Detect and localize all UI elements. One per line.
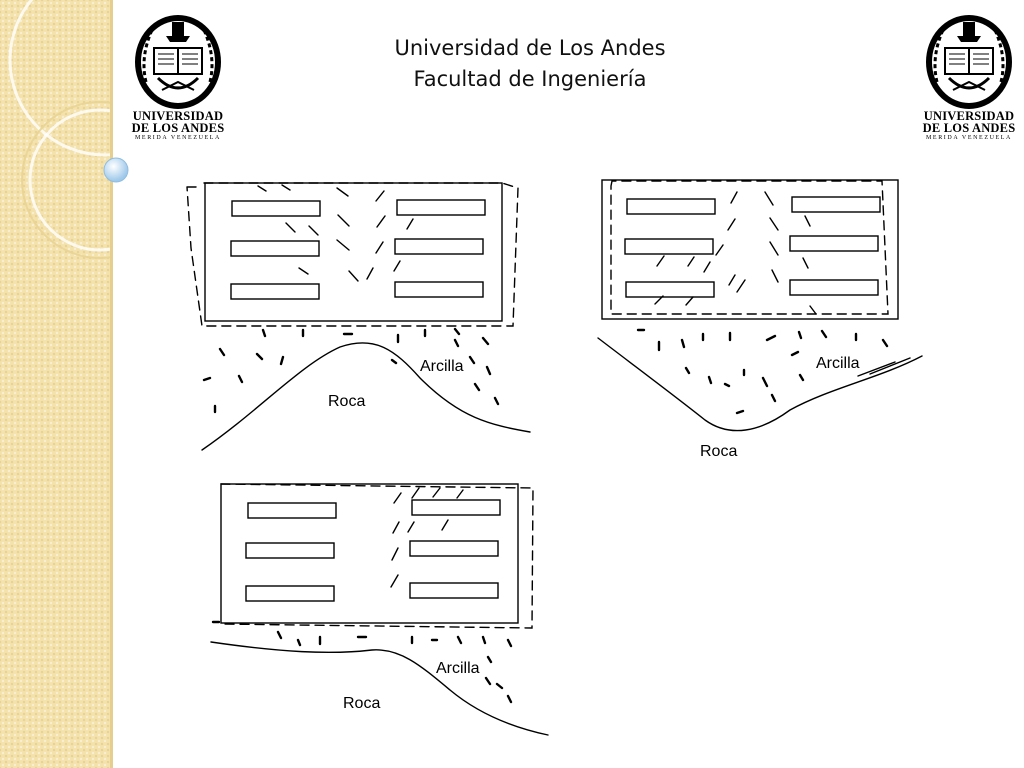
deformed-outline: [186, 182, 519, 327]
logo-word-de-los-andes: DE LOS ANDES: [131, 121, 225, 135]
window: [625, 281, 715, 298]
university-logo-right: UNIVERSIDAD DE LOS ANDES MERIDA VENEZUEL…: [921, 12, 1017, 152]
window: [396, 199, 486, 216]
rock-label: Roca: [343, 695, 380, 712]
faculty-name: Facultad de Ingeniería: [413, 67, 647, 91]
window: [230, 283, 320, 300]
crack-marks: [257, 184, 414, 282]
clay-label: Arcilla: [436, 660, 480, 677]
decorative-side-strip: [0, 0, 113, 768]
window: [245, 542, 335, 559]
deformed-outline: [610, 180, 889, 315]
hatch-marks: [857, 357, 911, 377]
rock-label: Roca: [328, 393, 365, 410]
decorative-ring-outer: [8, 0, 113, 157]
rock-label: Roca: [700, 443, 737, 460]
window: [791, 196, 881, 213]
diagram-rock-valley: Arcilla Roca: [597, 179, 923, 460]
clay-speckles: [211, 620, 513, 704]
decorative-ring-inner: [28, 108, 113, 252]
window: [394, 281, 484, 298]
decorative-bead: [103, 157, 129, 183]
rock-clay-interface: [201, 342, 531, 451]
window: [789, 279, 879, 296]
diagram-rock-ridge: Arcilla Roca: [186, 182, 531, 451]
decorative-ring-shadow: [21, 101, 113, 259]
page-header: Universidad de Los Andes Facultad de Ing…: [330, 33, 730, 95]
building-outline: [601, 179, 899, 320]
building-outline: [204, 182, 503, 322]
window: [409, 582, 499, 599]
window: [394, 238, 484, 255]
window: [245, 585, 335, 602]
window: [411, 499, 501, 516]
decorative-rings: [8, 0, 113, 259]
rock-clay-interface: [210, 641, 549, 736]
clay-label: Arcilla: [816, 355, 860, 372]
window: [409, 540, 499, 557]
building-outline: [220, 483, 519, 624]
clay-speckles: [202, 327, 500, 414]
logo-place: MERIDA VENEZUELA: [135, 135, 221, 141]
strip-edge: [110, 0, 113, 768]
window: [626, 198, 716, 215]
window: [247, 502, 337, 519]
ula-seal-icon: [926, 15, 1012, 109]
logo-place: MERIDA VENEZUELA: [926, 135, 1012, 141]
crack-marks: [654, 191, 817, 315]
window: [624, 238, 714, 255]
diagram-rock-slope: Arcilla Roca: [210, 483, 549, 736]
deformed-outline: [220, 483, 534, 629]
logo-word-de-los-andes: DE LOS ANDES: [922, 121, 1016, 135]
clay-speckles: [636, 328, 889, 415]
crack-marks: [390, 487, 464, 588]
university-name: Universidad de Los Andes: [394, 36, 666, 60]
logo-word-universidad: UNIVERSIDAD: [132, 109, 224, 123]
window: [231, 200, 321, 217]
window: [230, 240, 320, 257]
logo-word-universidad: UNIVERSIDAD: [923, 109, 1015, 123]
clay-label: Arcilla: [420, 358, 464, 375]
university-logo-left: UNIVERSIDAD DE LOS ANDES MERIDA VENEZUEL…: [130, 12, 226, 152]
window: [789, 235, 879, 252]
ula-seal-icon: [135, 15, 221, 109]
rock-clay-interface: [597, 337, 923, 432]
